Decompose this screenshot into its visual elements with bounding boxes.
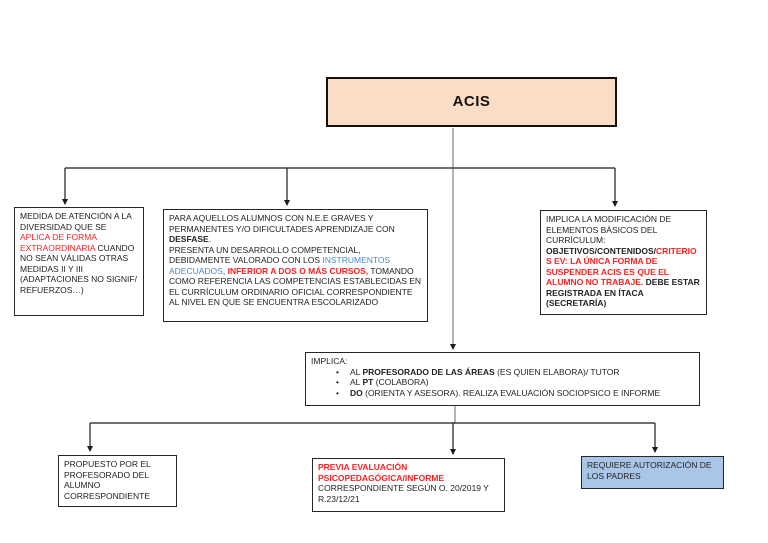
text-segment-bold: OBJETIVOS/CONTENIDOS/ xyxy=(546,245,657,256)
text-segment-bold: PT xyxy=(362,377,374,387)
previa-evaluacion-node: PREVIA EVALUACIÓN PSICOPEDAGÓGICA/INFORM… xyxy=(312,458,505,512)
text-segment: . PRESENTA UN DESARROLLO COMPETENCIAL, D… xyxy=(169,234,361,265)
medida-atencion-text: MEDIDA DE ATENCIÓN A LA DIVERSIDAD QUE S… xyxy=(20,211,138,295)
text-segment-blue: INSTRUMENTOS ADECUADOS xyxy=(169,255,393,276)
alumnos-nee-text: PARA AQUELLOS ALUMNOS CON N.E.E GRAVES Y… xyxy=(169,213,422,308)
text-segment: PARA AQUELLOS ALUMNOS CON N.E.E GRAVES Y… xyxy=(169,213,398,234)
text-segment: MEDIDA DE ATENCIÓN A LA DIVERSIDAD QUE S… xyxy=(20,211,134,232)
previa-evaluacion-text: PREVIA EVALUACIÓN PSICOPEDAGÓGICA/INFORM… xyxy=(318,462,499,504)
bullet-item-do: DO (ORIENTA Y ASESORA). REALIZA EVALUACI… xyxy=(311,388,694,399)
text-segment-red-bold: INFERIOR A DOS O MÁS CURSOS, xyxy=(227,265,369,276)
bullet-item-profesorado: AL PROFESORADO DE LAS ÁREAS (ES QUIEN EL… xyxy=(311,367,694,378)
text-segment: , xyxy=(222,265,228,276)
acis-root-node: ACIS xyxy=(326,77,617,127)
text-segment: (ORIENTA Y ASESORA). REALIZA EVALUACIÓN … xyxy=(362,387,661,398)
text-segment: CORRESPONDIENTE SEGÚN O. 20/2019 Y R.23/… xyxy=(318,472,492,504)
text-segment-red: APLICA DE FORMA EXTRAORDINARIA xyxy=(20,232,99,253)
text-segment-bold: DEBE ESTAR REGISTRADA EN ÍTACA (SECRETAR… xyxy=(546,277,703,308)
medida-atencion-node: MEDIDA DE ATENCIÓN A LA DIVERSIDAD QUE S… xyxy=(14,207,144,316)
autorizacion-padres-text: REQUIERE AUTORIZACIÓN DE LOS PADRES xyxy=(587,460,714,481)
modificacion-curriculum-text: IMPLICA LA MODIFICACIÓN DE ELEMENTOS BÁS… xyxy=(546,214,701,309)
text-segment: AL xyxy=(350,377,363,387)
text-segment-red-bold: PREVIA EVALUACIÓN PSICOPEDAGÓGICA/INFORM… xyxy=(318,462,445,483)
alumnos-nee-node: PARA AQUELLOS ALUMNOS CON N.E.E GRAVES Y… xyxy=(163,209,428,322)
modificacion-curriculum-node: IMPLICA LA MODIFICACIÓN DE ELEMENTOS BÁS… xyxy=(540,210,707,315)
implica-title: IMPLICA: xyxy=(311,356,348,366)
text-segment: CUANDO NO SEAN VÁLIDAS OTRAS MEDIDAS II … xyxy=(20,242,140,295)
text-segment-red-bold: CRITERIOS EV: LA ÚNICA FORMA DE SUSPENDE… xyxy=(546,245,697,288)
autorizacion-padres-node: REQUIERE AUTORIZACIÓN DE LOS PADRES xyxy=(581,456,724,489)
acis-title: ACIS xyxy=(452,92,491,110)
propuesto-node: PROPUESTO POR EL PROFESORADO DEL ALUMNO … xyxy=(58,455,177,507)
bullet-item-pt: AL PT (COLABORA) xyxy=(311,377,694,388)
propuesto-text: PROPUESTO POR EL PROFESORADO DEL ALUMNO … xyxy=(64,459,153,501)
text-segment: IMPLICA LA MODIFICACIÓN DE ELEMENTOS BÁS… xyxy=(546,214,672,245)
text-segment: (ES QUIEN ELABORA)/ TUTOR xyxy=(494,366,620,377)
text-segment-bold: PROFESORADO DE LAS ÁREAS xyxy=(362,366,495,377)
bullet-text: DO (ORIENTA Y ASESORA). REALIZA EVALUACI… xyxy=(350,388,660,399)
text-segment: (COLABORA) xyxy=(373,377,429,387)
implica-node: IMPLICA: AL PROFESORADO DE LAS ÁREAS (ES… xyxy=(305,352,700,406)
bullet-text: AL PT (COLABORA) xyxy=(350,377,429,388)
bullet-text: AL PROFESORADO DE LAS ÁREAS (ES QUIEN EL… xyxy=(350,367,620,378)
text-segment-bold: DESFASE xyxy=(169,234,209,244)
text-segment: TOMANDO COMO REFERENCIA LAS COMPETENCIAS… xyxy=(169,265,424,308)
text-segment-bold: DO xyxy=(350,387,363,398)
text-segment: AL xyxy=(350,366,363,377)
